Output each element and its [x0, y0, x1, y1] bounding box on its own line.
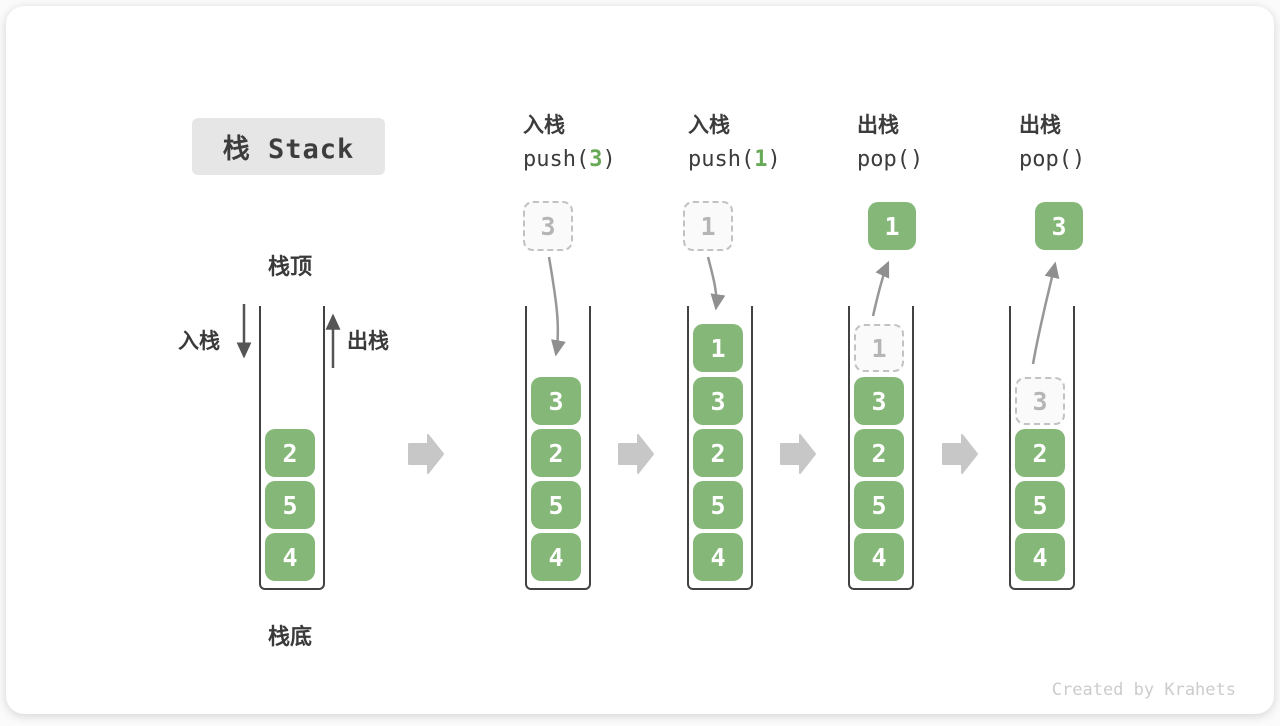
page-title: 栈 Stack: [192, 118, 385, 175]
stack-cell: 4: [693, 533, 743, 581]
stack-cell: 5: [693, 481, 743, 529]
push-side-label: 入栈: [178, 329, 220, 353]
incoming-value-box: 1: [683, 201, 733, 251]
diagram-card: 栈 Stack 栈顶 栈底 入栈 出栈 入栈 push(3) 入栈 push(1…: [6, 6, 1274, 714]
operation-name: 出栈: [1019, 113, 1061, 137]
arrow-right-icon: [942, 434, 978, 474]
operation-column-pop2: 出栈 pop(): [1019, 110, 1179, 173]
operation-arg: 3: [589, 147, 603, 172]
stack-cell: 3: [693, 377, 743, 425]
arrow-right-icon: [408, 434, 444, 474]
popped-value-box: 3: [1035, 202, 1083, 250]
stack-cell: 2: [1015, 429, 1065, 477]
operation-code: pop(): [857, 147, 924, 172]
operation-column-push3: 入栈 push(3): [523, 110, 683, 173]
watermark: Created by Krahets: [1051, 680, 1236, 700]
stack-cell: 5: [265, 481, 315, 529]
operation-code: push(3): [523, 147, 616, 172]
arrow-right-icon: [618, 434, 654, 474]
page-title-text: 栈 Stack: [222, 134, 355, 165]
stack-cell: 1: [693, 324, 743, 372]
operation-name: 出栈: [857, 113, 899, 137]
stack-cell: 3: [531, 377, 581, 425]
stack-cell: 4: [265, 533, 315, 581]
stack-cell: 4: [531, 533, 581, 581]
stack-cell: 4: [1015, 533, 1065, 581]
arrow-right-icon: [780, 434, 816, 474]
operation-arg: 1: [754, 147, 768, 172]
stack-cell: 3: [854, 377, 904, 425]
stack-cell: 2: [265, 429, 315, 477]
incoming-value-box: 3: [523, 201, 573, 251]
operation-name: 入栈: [523, 113, 565, 137]
stack-cell: 5: [1015, 481, 1065, 529]
popped-value-box: 1: [868, 202, 916, 250]
stack-cell: 4: [854, 533, 904, 581]
stack-cell: 5: [531, 481, 581, 529]
pop-side-label: 出栈: [347, 329, 389, 353]
operation-column-pop1: 出栈 pop(): [857, 110, 1017, 173]
stack-top-label: 栈顶: [267, 255, 312, 280]
stack-cell: 5: [854, 481, 904, 529]
stack-bottom-label: 栈底: [267, 625, 312, 650]
ghost-cell: 3: [1015, 377, 1065, 425]
stack-cell: 2: [531, 429, 581, 477]
operation-name: 入栈: [688, 113, 730, 137]
operation-column-push1: 入栈 push(1): [688, 110, 848, 173]
stack-cell: 2: [854, 429, 904, 477]
push-curved-arrow-icon: [706, 256, 726, 311]
stack-cell: 2: [693, 429, 743, 477]
operation-code: pop(): [1019, 147, 1086, 172]
ghost-cell: 1: [854, 324, 904, 372]
operation-code: push(1): [688, 147, 781, 172]
